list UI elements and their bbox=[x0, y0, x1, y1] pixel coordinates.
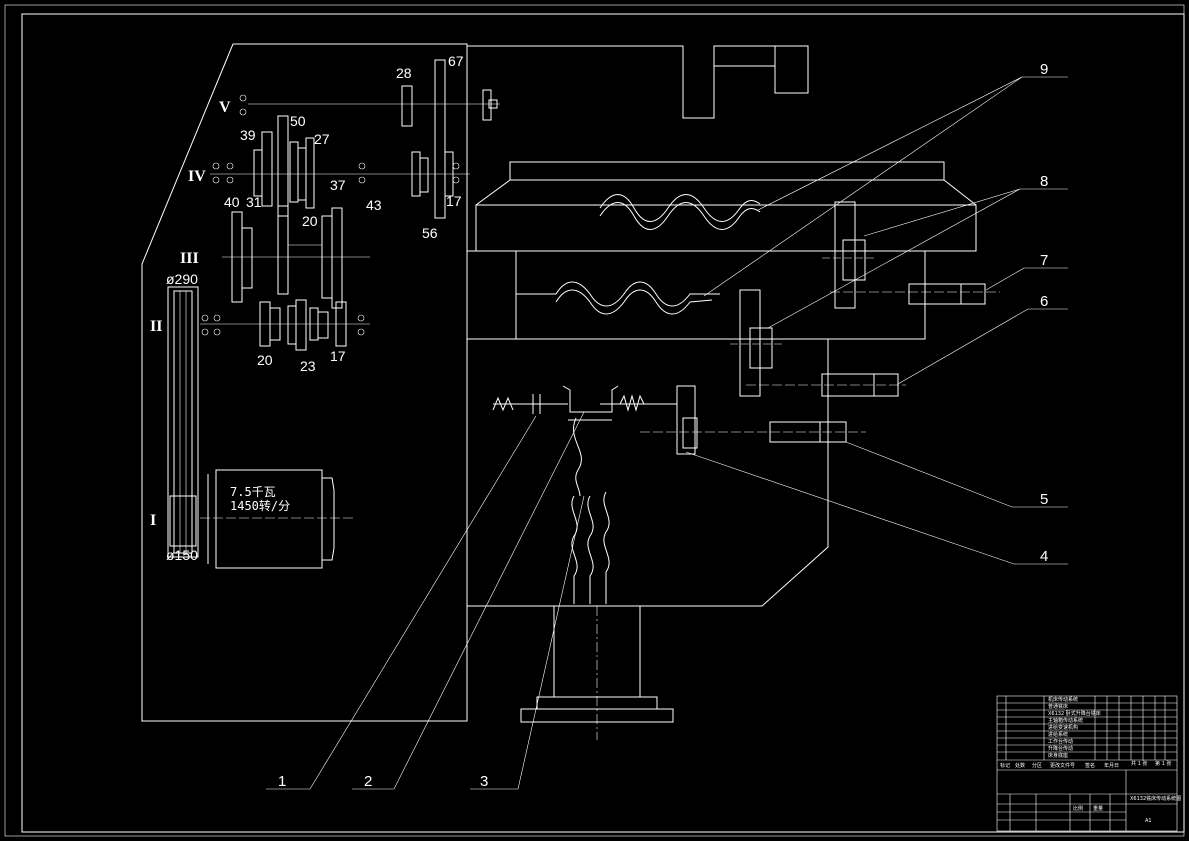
gear-8d bbox=[749, 327, 773, 369]
gears-shaft-II bbox=[259, 299, 347, 351]
gears-shaft-V-right bbox=[411, 151, 454, 197]
gear-67-label: 67 bbox=[448, 53, 464, 69]
tb-drawing-name: X6132铣床传动系统图 bbox=[1130, 795, 1181, 802]
tb-row-1: 普通铣床 bbox=[1048, 703, 1068, 710]
tb-sheets-total: 共 1 张 bbox=[1131, 760, 1147, 767]
gear-8a bbox=[834, 201, 856, 309]
gearbox-panel-outline bbox=[141, 43, 468, 722]
knee-outline bbox=[467, 339, 829, 607]
tb-row-8: 床身底座 bbox=[1048, 752, 1068, 759]
gears-shaft-III bbox=[231, 205, 343, 309]
gear-43-label: 43 bbox=[366, 197, 382, 213]
belt-drive-inner bbox=[173, 290, 193, 554]
shaft-label-I: I bbox=[150, 512, 156, 529]
tb-row-5: 进给系统 bbox=[1048, 731, 1068, 738]
tb-row-6: 工作台传动 bbox=[1048, 738, 1073, 745]
worktable-body bbox=[475, 179, 977, 252]
gear-4b bbox=[682, 417, 698, 449]
tb-h-0: 标记 bbox=[1000, 762, 1010, 769]
gear-27-label: 27 bbox=[314, 131, 330, 147]
saddle-outline bbox=[467, 250, 926, 340]
tb-h-1: 处数 bbox=[1015, 762, 1025, 769]
worktable-top bbox=[509, 161, 945, 181]
clutch-5 bbox=[769, 421, 847, 443]
gear-17b-label: 17 bbox=[330, 348, 346, 364]
shaft-label-IV: IV bbox=[188, 168, 206, 185]
callout-leaders bbox=[266, 76, 1068, 790]
callout-7: 7 bbox=[1040, 252, 1048, 269]
tb-h-2: 分区 bbox=[1032, 762, 1042, 769]
tb-h-4: 签名 bbox=[1085, 762, 1095, 769]
gear-28-label: 28 bbox=[396, 65, 412, 81]
gear-20b-label: 20 bbox=[257, 352, 273, 368]
belt-drive-outer bbox=[167, 286, 199, 558]
lift-screw-1 bbox=[571, 495, 578, 604]
lead-screw-upper bbox=[599, 194, 761, 222]
motor-power-label: 7.5千瓦 bbox=[230, 485, 276, 499]
tb-h-5: 年月日 bbox=[1104, 762, 1119, 769]
callout-5: 5 bbox=[1040, 491, 1048, 508]
motor-speed-label: 1450转/分 bbox=[230, 498, 290, 513]
gear-31-label: 31 bbox=[246, 194, 262, 210]
title-block bbox=[996, 695, 1178, 832]
inner-border bbox=[21, 13, 1185, 833]
gear-4 bbox=[676, 385, 696, 455]
callout-2: 2 bbox=[364, 773, 372, 790]
tb-row-3: 主轴箱传动系统 bbox=[1048, 717, 1083, 724]
callout-1: 1 bbox=[278, 773, 286, 790]
callout-8: 8 bbox=[1040, 173, 1048, 190]
shaft-label-III: III bbox=[180, 250, 199, 267]
gear-17a-label: 17 bbox=[446, 193, 462, 209]
clutch-7 bbox=[908, 283, 986, 305]
gear-67-56 bbox=[434, 59, 446, 219]
gear-56-label: 56 bbox=[422, 225, 438, 241]
tb-row-4: 进给变速机构 bbox=[1048, 724, 1078, 731]
callout-9: 9 bbox=[1040, 61, 1048, 78]
lift-screw-2 bbox=[587, 495, 594, 604]
gear-39-label: 39 bbox=[240, 127, 256, 143]
gear-37-label: 37 bbox=[330, 177, 346, 193]
gears-shaft-IV bbox=[253, 115, 315, 217]
tb-row-0: 机床传动系统 bbox=[1048, 696, 1078, 703]
tb-weight-label: 重量 bbox=[1093, 805, 1103, 812]
tb-scale-label: 比例 bbox=[1073, 805, 1083, 812]
gear-8c bbox=[739, 289, 761, 397]
tb-h-3: 更改文件号 bbox=[1050, 762, 1075, 769]
lead-screw-lower-b bbox=[555, 289, 713, 315]
motor-body bbox=[215, 469, 323, 569]
lift-screw-3 bbox=[603, 491, 610, 604]
gear-8b bbox=[842, 239, 866, 281]
shaft-label-II: II bbox=[150, 318, 162, 335]
spring-left bbox=[492, 396, 514, 412]
column-top-outline bbox=[467, 45, 809, 119]
lead-screw-lower bbox=[516, 281, 720, 307]
pulley-large-label: ø290 bbox=[166, 271, 198, 287]
lead-screw-upper-b bbox=[599, 202, 761, 230]
callout-3: 3 bbox=[480, 773, 488, 790]
tb-row-7: 升降台传动 bbox=[1048, 745, 1073, 752]
callout-4: 4 bbox=[1040, 548, 1048, 565]
gear-28 bbox=[401, 85, 413, 127]
gear-50-label: 50 bbox=[290, 113, 306, 129]
gear-23-label: 23 bbox=[300, 358, 316, 374]
motor-endcap bbox=[322, 477, 335, 561]
bevel-gear-2 bbox=[562, 385, 619, 413]
pulley-small-label: ø150 bbox=[166, 547, 198, 563]
output-coupling bbox=[482, 89, 492, 121]
callout-6: 6 bbox=[1040, 293, 1048, 310]
shaft-label-V: V bbox=[219, 99, 231, 116]
spring-right bbox=[619, 394, 645, 412]
tb-sheet-size: A1 bbox=[1145, 818, 1152, 824]
tb-sheet-no: 第 1 张 bbox=[1155, 760, 1171, 767]
vertical-drive-curve bbox=[573, 417, 582, 497]
gear-20a-label: 20 bbox=[302, 213, 318, 229]
tb-row-2: X6132 卧式升降台铣床 bbox=[1048, 710, 1101, 717]
small-pulley bbox=[169, 495, 197, 547]
gear-40-label: 40 bbox=[224, 194, 240, 210]
